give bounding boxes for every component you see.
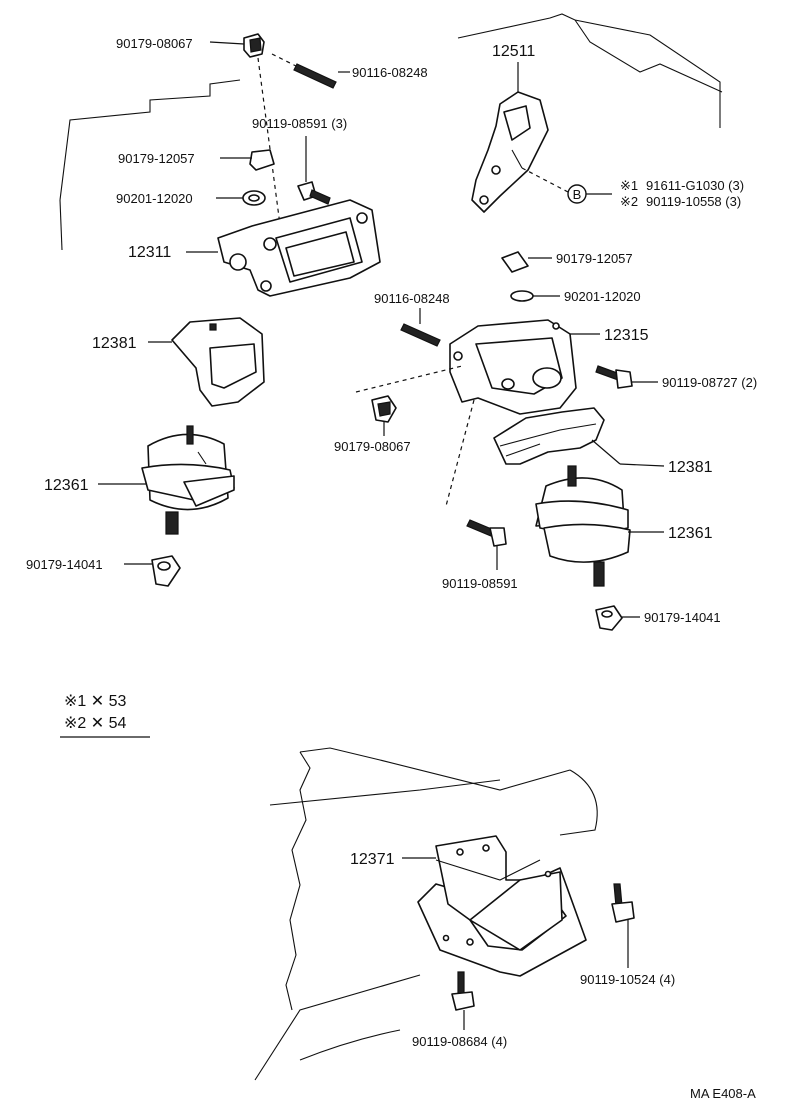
label-12315: 12315: [604, 327, 649, 344]
nut-90179-12057-left: [249, 149, 275, 171]
leader-12381-right-a: [591, 439, 621, 465]
bracket-12511: [471, 91, 549, 213]
nut-90179-08067-mid: [371, 395, 397, 423]
footer-code: MA E408-A: [690, 1086, 756, 1101]
label-90179-12057-right: 90179-12057: [556, 251, 633, 266]
label-12381-left: 12381: [92, 335, 137, 352]
bolt-90119-08591: [466, 519, 507, 547]
washer-90201-12020-left: [242, 190, 266, 206]
label-12361-left: 12361: [44, 477, 89, 494]
nut-90179-12057-right: [501, 251, 529, 273]
legend-row-2: ※2 ✕ 54: [64, 715, 127, 732]
label-12361-right: 12361: [668, 525, 713, 542]
label-90201-12020-right: 90201-12020: [564, 289, 641, 304]
label-91611-g1030: 91611-G1030 (3): [646, 178, 744, 193]
label-90179-08067-top: 90179-08067: [116, 36, 193, 51]
label-90179-14041-left: 90179-14041: [26, 557, 103, 572]
insulator-12381-left: [171, 317, 265, 407]
transmission-outline: [254, 747, 598, 1081]
label-90119-08591: 90119-08591: [442, 576, 518, 591]
mount-12361-right: [535, 465, 631, 587]
label-90119-08591-3: 90119-08591 (3): [252, 116, 347, 131]
nut-90179-14041-right: [595, 605, 623, 631]
insulator-12381-right: [493, 407, 605, 465]
legend-row-1: ※1 ✕ 53: [64, 693, 127, 710]
label-12511: 12511: [492, 43, 535, 60]
bolt-90119-08591-3: [297, 181, 331, 205]
engine-outline-left: [59, 79, 241, 251]
label-90179-14041-right: 90179-14041: [644, 610, 721, 625]
bracket-12315: [449, 319, 577, 415]
stud-90116-08248-top: [293, 63, 337, 89]
bolt-90119-08727: [595, 365, 633, 389]
mark-1: ※1: [620, 178, 638, 193]
label-90201-12020-left: 90201-12020: [116, 191, 193, 206]
install-line-12315-left: [355, 365, 463, 393]
label-90119-10558: 90119-10558 (3): [646, 194, 741, 209]
bolt-90119-08684: [451, 971, 475, 1011]
label-90116-08248-mid: 90116-08248: [374, 291, 450, 306]
mount-12361-left: [141, 425, 235, 535]
nut-90179-14041-left: [151, 555, 181, 587]
mount-12371: [417, 835, 587, 977]
callout-b: B: [567, 184, 587, 204]
label-90119-10524: 90119-10524 (4): [580, 972, 675, 987]
install-line-stud-top: [271, 53, 297, 67]
label-90119-08684: 90119-08684 (4): [412, 1034, 507, 1049]
leader-90179-08067-top: [209, 41, 245, 45]
install-line-top-left: [257, 57, 283, 241]
leader-12381-right-b: [619, 463, 665, 467]
label-90116-08248-top: 90116-08248: [352, 65, 428, 80]
label-90119-08727: 90119-08727 (2): [662, 375, 757, 390]
label-90179-12057-left: 90179-12057: [118, 151, 195, 166]
callout-b-text: B: [573, 187, 582, 202]
label-12371: 12371: [350, 851, 395, 868]
engine-outline-right: [457, 13, 723, 128]
bracket-12311: [217, 199, 381, 297]
mark-2: ※2: [620, 194, 638, 209]
label-12381-right: 12381: [668, 459, 713, 476]
install-line-12511: [521, 167, 569, 193]
nut-90179-08067-top: [243, 33, 265, 58]
stud-90116-08248-mid: [400, 323, 441, 347]
install-line-12315-down: [445, 399, 475, 507]
label-90179-08067-mid: 90179-08067: [334, 439, 411, 454]
label-12311: 12311: [128, 244, 171, 261]
washer-90201-12020-right: [510, 290, 534, 302]
bolt-90119-10524: [611, 883, 635, 923]
